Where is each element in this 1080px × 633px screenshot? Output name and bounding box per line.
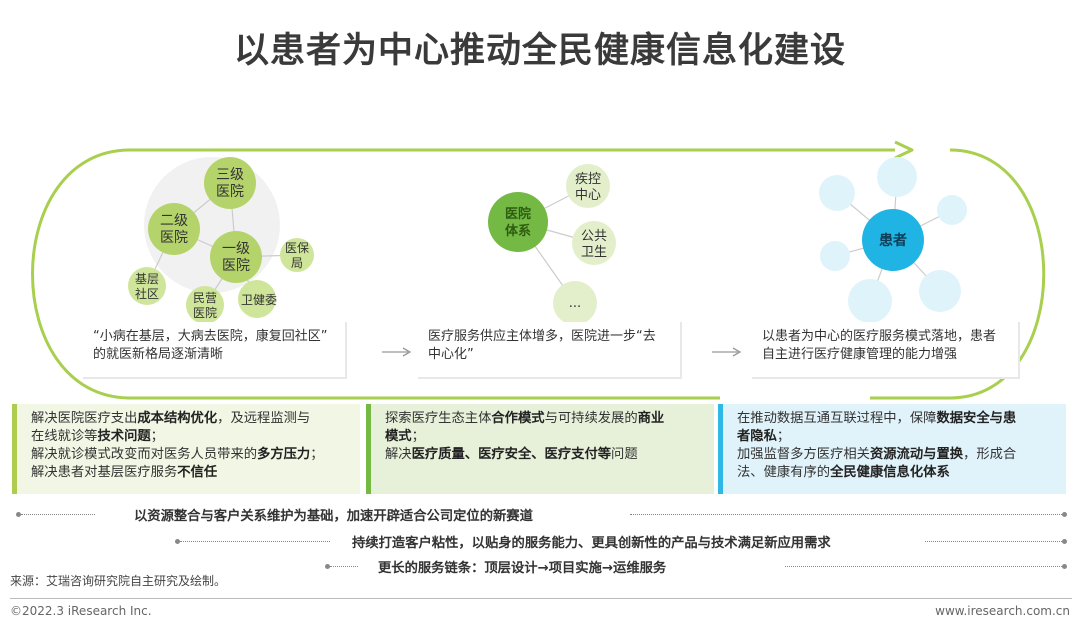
node-public-health <box>572 221 616 265</box>
satellite-node <box>919 270 961 312</box>
node-label: 医院 <box>160 230 188 246</box>
strategy-dot <box>1062 512 1067 517</box>
node-label: 医保 <box>285 241 309 255</box>
flow-arrow <box>382 347 742 357</box>
description-line: “小病在基层，大病去医院，康复回社区” <box>93 329 328 344</box>
strategy-dot <box>175 539 180 544</box>
satellite-node <box>820 241 850 271</box>
node-label: 社区 <box>135 286 159 301</box>
node-label: 中心 <box>575 188 601 203</box>
node-medical-insurance <box>280 238 314 272</box>
node-label: 疾控 <box>575 172 601 187</box>
strategy-dot <box>1062 564 1067 569</box>
description-line: 自主进行医疗健康管理的能力增强 <box>762 347 958 362</box>
strategy-dotted-line <box>925 541 1062 542</box>
description-line: 中心化” <box>428 347 474 362</box>
footer-divider <box>10 598 1072 599</box>
strategy-dot <box>325 564 330 569</box>
strategy-dotted-line <box>21 514 95 515</box>
node-label: 公共 <box>581 229 607 244</box>
page-title: 以患者为中心推动全民健康信息化建设 <box>233 31 846 71</box>
node-label: ... <box>569 296 581 311</box>
description-line: 以患者为中心的医疗服务模式落地，患者 <box>762 329 997 344</box>
copyright: ©2022.3 iResearch Inc. <box>10 604 152 618</box>
description-line: 的就医新格局逐渐清晰 <box>93 347 224 362</box>
challenge-box-data-security: 在推动数据互通互联过程中，保障数据安全与患 者隐私； 加强监督多方医疗相关资源流… <box>718 404 1066 494</box>
description-panel-3: 以患者为中心的医疗服务模式落地，患者 自主进行医疗健康管理的能力增强 <box>752 322 1020 379</box>
loop-right-curve <box>870 148 1046 400</box>
strategy-row-1: 以资源整合与客户关系维护为基础，加速开辟适合公司定位的新赛道 <box>134 509 533 524</box>
node-secondary-hospital <box>148 203 200 255</box>
strategy-dot <box>16 512 21 517</box>
node-label: 医院 <box>505 206 531 222</box>
source-note: 来源：艾瑞咨询研究院自主研究及绘制。 <box>10 574 227 588</box>
node-label: 基层 <box>135 272 159 286</box>
node-label: 卫健委 <box>241 293 277 307</box>
node-patient <box>862 209 924 271</box>
strategy-row-3: 更长的服务链条：顶层设计→项目实施→运维服务 <box>378 561 667 576</box>
node-label: 一级 <box>222 241 250 257</box>
strategy-row-2: 持续打造客户粘性，以贴身的服务能力、更具创新性的产品与技术满足新应用需求 <box>352 536 831 551</box>
description-line: 医疗服务供应主体增多，医院进一步“去 <box>428 329 656 344</box>
node-label: 民营 <box>193 291 217 305</box>
challenge-box-ecosystem: 探索医疗生态主体合作模式与可持续发展的商业 模式； 解决医疗质量、医疗安全、医疗… <box>366 404 714 494</box>
cycle-loop-arrow <box>31 148 1046 400</box>
strategy-dotted-line <box>785 566 1062 567</box>
strategy-dot <box>1062 539 1067 544</box>
node-label: 医院 <box>216 184 244 200</box>
node-label: 卫生 <box>581 245 607 260</box>
node-label: 三级 <box>216 167 244 183</box>
node-primary-hospital <box>210 231 262 283</box>
loop-arrow-head <box>894 140 914 160</box>
website-link[interactable]: www.iresearch.com.cn <box>935 604 1070 618</box>
satellite-node <box>877 157 917 197</box>
satellite-node <box>937 195 967 225</box>
node-label: 体系 <box>505 223 531 239</box>
loop-left-curve <box>31 148 720 400</box>
strategy-dotted-line <box>180 541 330 542</box>
node-private-hospital <box>186 286 224 324</box>
strategy-dotted-line <box>630 514 1062 515</box>
node-label: 医院 <box>222 258 250 274</box>
panel-patient-centered: 患者 <box>819 157 967 323</box>
node-label: 医院 <box>193 306 217 320</box>
satellite-node <box>819 175 855 211</box>
satellite-node <box>848 279 892 323</box>
node-hospital-system <box>488 192 548 252</box>
description-panel-2: 医疗服务供应主体增多，医院进一步“去 中心化” <box>418 322 682 379</box>
panel-medical-network: 三级 医院 二级 医院 一级 医院 医保 局 基层 社区 民营 医院 卫健委 <box>128 157 314 324</box>
description-panel-1: “小病在基层，大病去医院，康复回社区” 的就医新格局逐渐清晰 <box>83 322 347 379</box>
node-cdc <box>566 164 610 208</box>
node-tertiary-hospital <box>204 157 256 209</box>
node-more <box>553 281 597 325</box>
node-community <box>128 267 166 305</box>
strategy-dotted-line <box>330 566 358 567</box>
panel-hospital-system: 医院 体系 疾控 中心 公共 卫生 ... <box>488 164 616 325</box>
node-label: 患者 <box>879 232 907 249</box>
node-health-commission <box>238 280 276 318</box>
challenge-box-cost: 解决医院医疗支出成本结构优化，及远程监测与 在线就诊等技术问题； 解决就诊模式改… <box>12 404 360 494</box>
node-label: 二级 <box>160 213 188 229</box>
node-label: 局 <box>291 256 303 270</box>
